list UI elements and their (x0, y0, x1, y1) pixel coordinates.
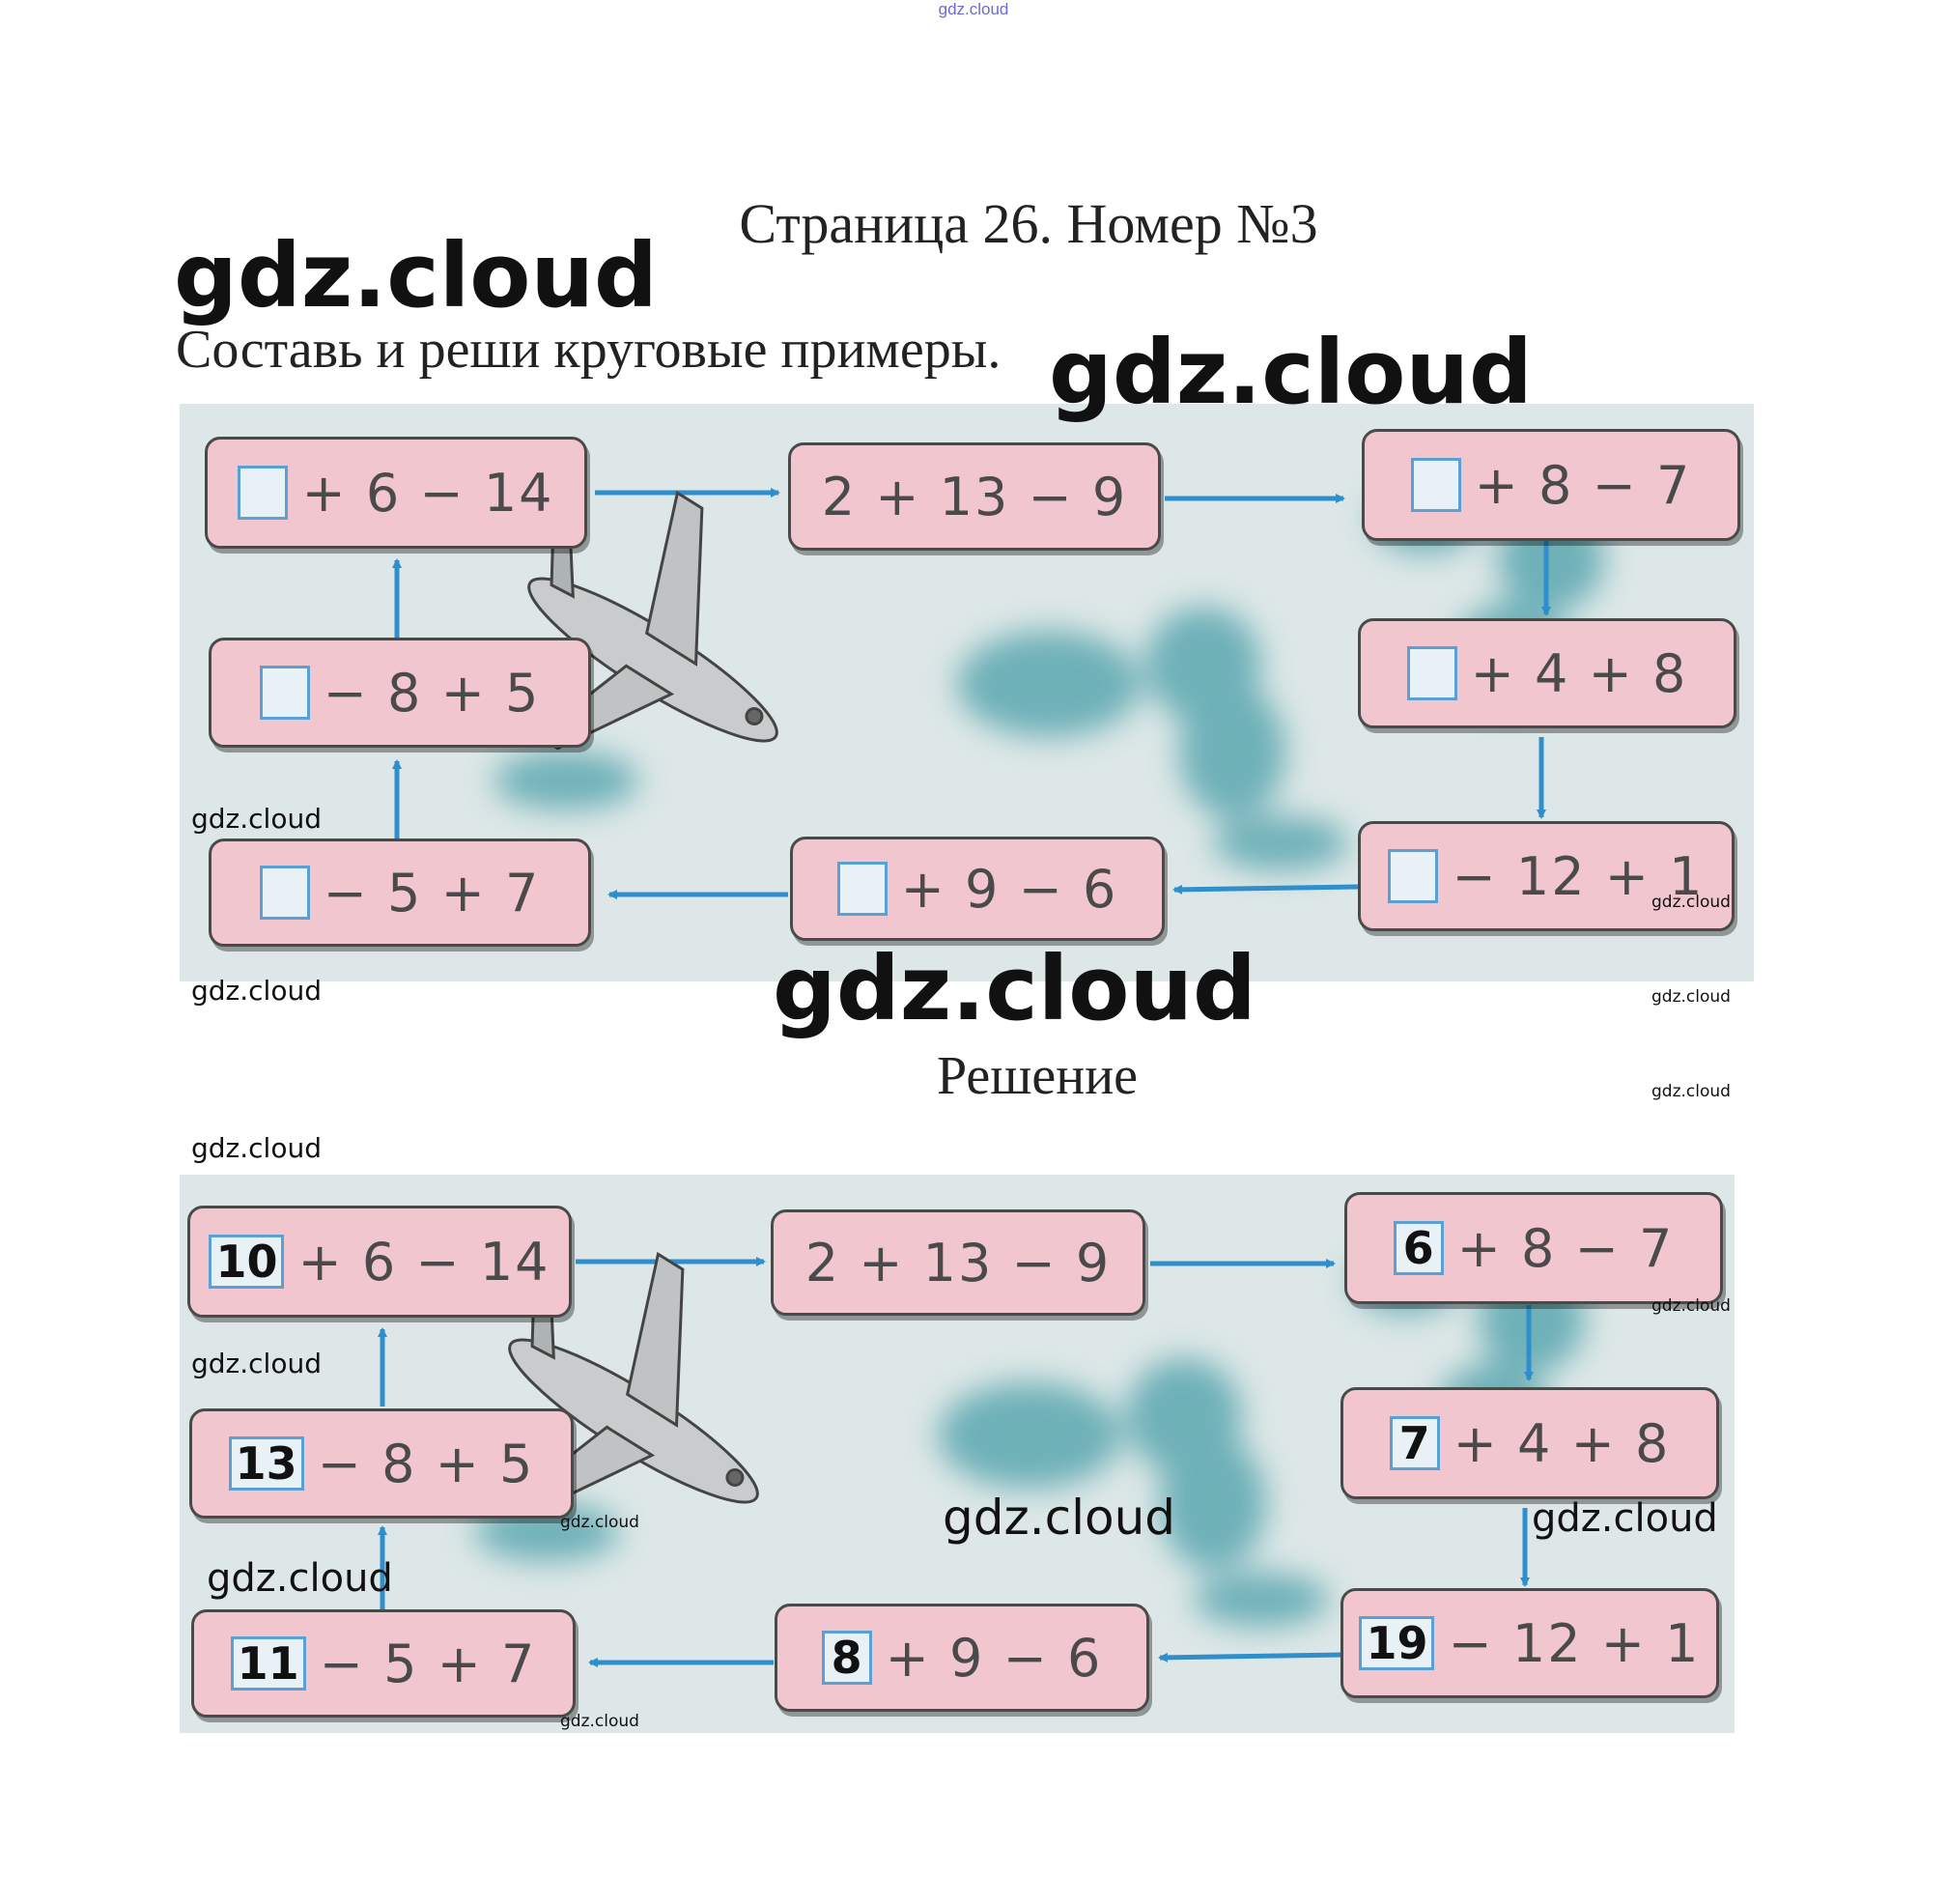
watermark-tiny: gdz.cloud (560, 1712, 639, 1731)
example-expression: + 4 + 8 (1470, 642, 1688, 704)
watermark-small: gdz.cloud (191, 1348, 322, 1379)
example-expression: − 5 + 7 (323, 862, 541, 924)
example-box-2: 2 + 13 − 9 (788, 442, 1161, 551)
example-expression: − 8 + 5 (317, 1433, 535, 1494)
answer-slot[interactable] (836, 862, 888, 916)
page-title: Страница 26. Номер №3 (739, 192, 1318, 255)
example-box-6: + 9 − 6 (790, 837, 1165, 941)
task-text: Составь и реши круговые примеры. (176, 320, 1002, 380)
top-watermark: gdz.cloud (938, 0, 1009, 18)
answer-slot[interactable] (1410, 458, 1461, 512)
example-expression: + 8 − 7 (1456, 1217, 1675, 1279)
answer-slot[interactable]: 8 (821, 1631, 872, 1685)
watermark-tiny: gdz.cloud (1651, 1082, 1731, 1101)
solution-box-1: 10 + 6 − 14 (187, 1206, 572, 1318)
example-expression: − 5 + 7 (319, 1633, 537, 1694)
answer-slot[interactable] (259, 666, 310, 720)
watermark-tiny: gdz.cloud (1651, 987, 1731, 1007)
watermark-small: gdz.cloud (191, 975, 322, 1007)
example-expression: 2 + 13 − 9 (821, 466, 1128, 527)
solution-panel: 10 + 6 − 14 2 + 13 − 9 6 + 8 − 7 7 + 4 +… (180, 1175, 1735, 1733)
watermark-tiny: gdz.cloud (1651, 893, 1731, 912)
watermark-large: gdz.cloud (1049, 321, 1533, 424)
example-box-7: − 5 + 7 (209, 838, 591, 947)
example-expression: − 12 + 1 (1452, 845, 1705, 907)
arrow-icon (392, 488, 1551, 899)
solution-box-2: 2 + 13 − 9 (771, 1209, 1145, 1316)
example-expression: + 6 − 14 (297, 1231, 550, 1293)
example-expression: + 6 − 14 (301, 462, 554, 524)
solution-box-5: 19 − 12 + 1 (1340, 1588, 1719, 1698)
example-expression: + 4 + 8 (1453, 1412, 1671, 1474)
answer-slot[interactable]: 7 (1389, 1416, 1440, 1470)
example-box-1: + 6 − 14 (205, 437, 587, 549)
watermark-small: gdz.cloud (207, 1556, 393, 1601)
answer-slot[interactable]: 11 (230, 1636, 306, 1691)
example-expression: − 8 + 5 (323, 662, 541, 724)
solution-box-7: 11 − 5 + 7 (191, 1609, 576, 1718)
example-expression: + 8 − 7 (1474, 454, 1692, 516)
answer-slot[interactable] (1388, 849, 1439, 903)
solution-box-4: 7 + 4 + 8 (1340, 1387, 1719, 1499)
example-expression: + 9 − 6 (900, 858, 1118, 920)
example-expression: 2 + 13 − 9 (804, 1232, 1112, 1293)
answer-slot[interactable] (238, 466, 289, 520)
answer-slot[interactable]: 19 (1359, 1616, 1435, 1670)
watermark-large: gdz.cloud (174, 224, 658, 327)
airplane-icon (527, 490, 778, 751)
example-box-5: − 12 + 1 (1358, 821, 1735, 931)
answer-slot[interactable]: 6 (1393, 1221, 1444, 1275)
watermark-small: gdz.cloud (191, 1132, 322, 1164)
solution-title: Решение (936, 1046, 1139, 1106)
answer-slot[interactable]: 10 (209, 1235, 285, 1289)
example-box-3: + 8 − 7 (1362, 429, 1740, 541)
example-box-8: − 8 + 5 (209, 638, 591, 748)
watermark-medium: gdz.cloud (943, 1490, 1176, 1546)
solution-box-8: 13 − 8 + 5 (189, 1408, 574, 1519)
watermark-small: gdz.cloud (191, 803, 322, 835)
watermark-large: gdz.cloud (773, 937, 1256, 1040)
watermark-tiny: gdz.cloud (1651, 1296, 1731, 1316)
task-panel: + 6 − 14 2 + 13 − 9 + 8 − 7 + 4 + 8 − 12… (180, 404, 1754, 981)
answer-slot[interactable]: 13 (228, 1436, 304, 1491)
watermark-small: gdz.cloud (1532, 1496, 1718, 1541)
example-expression: − 12 + 1 (1448, 1612, 1701, 1674)
answer-slot[interactable] (259, 866, 310, 920)
solution-box-6: 8 + 9 − 6 (775, 1604, 1149, 1712)
solution-box-3: 6 + 8 − 7 (1344, 1192, 1723, 1304)
watermark-tiny: gdz.cloud (560, 1513, 639, 1532)
example-box-4: + 4 + 8 (1358, 618, 1736, 728)
example-expression: + 9 − 6 (885, 1627, 1103, 1689)
answer-slot[interactable] (1406, 646, 1457, 700)
